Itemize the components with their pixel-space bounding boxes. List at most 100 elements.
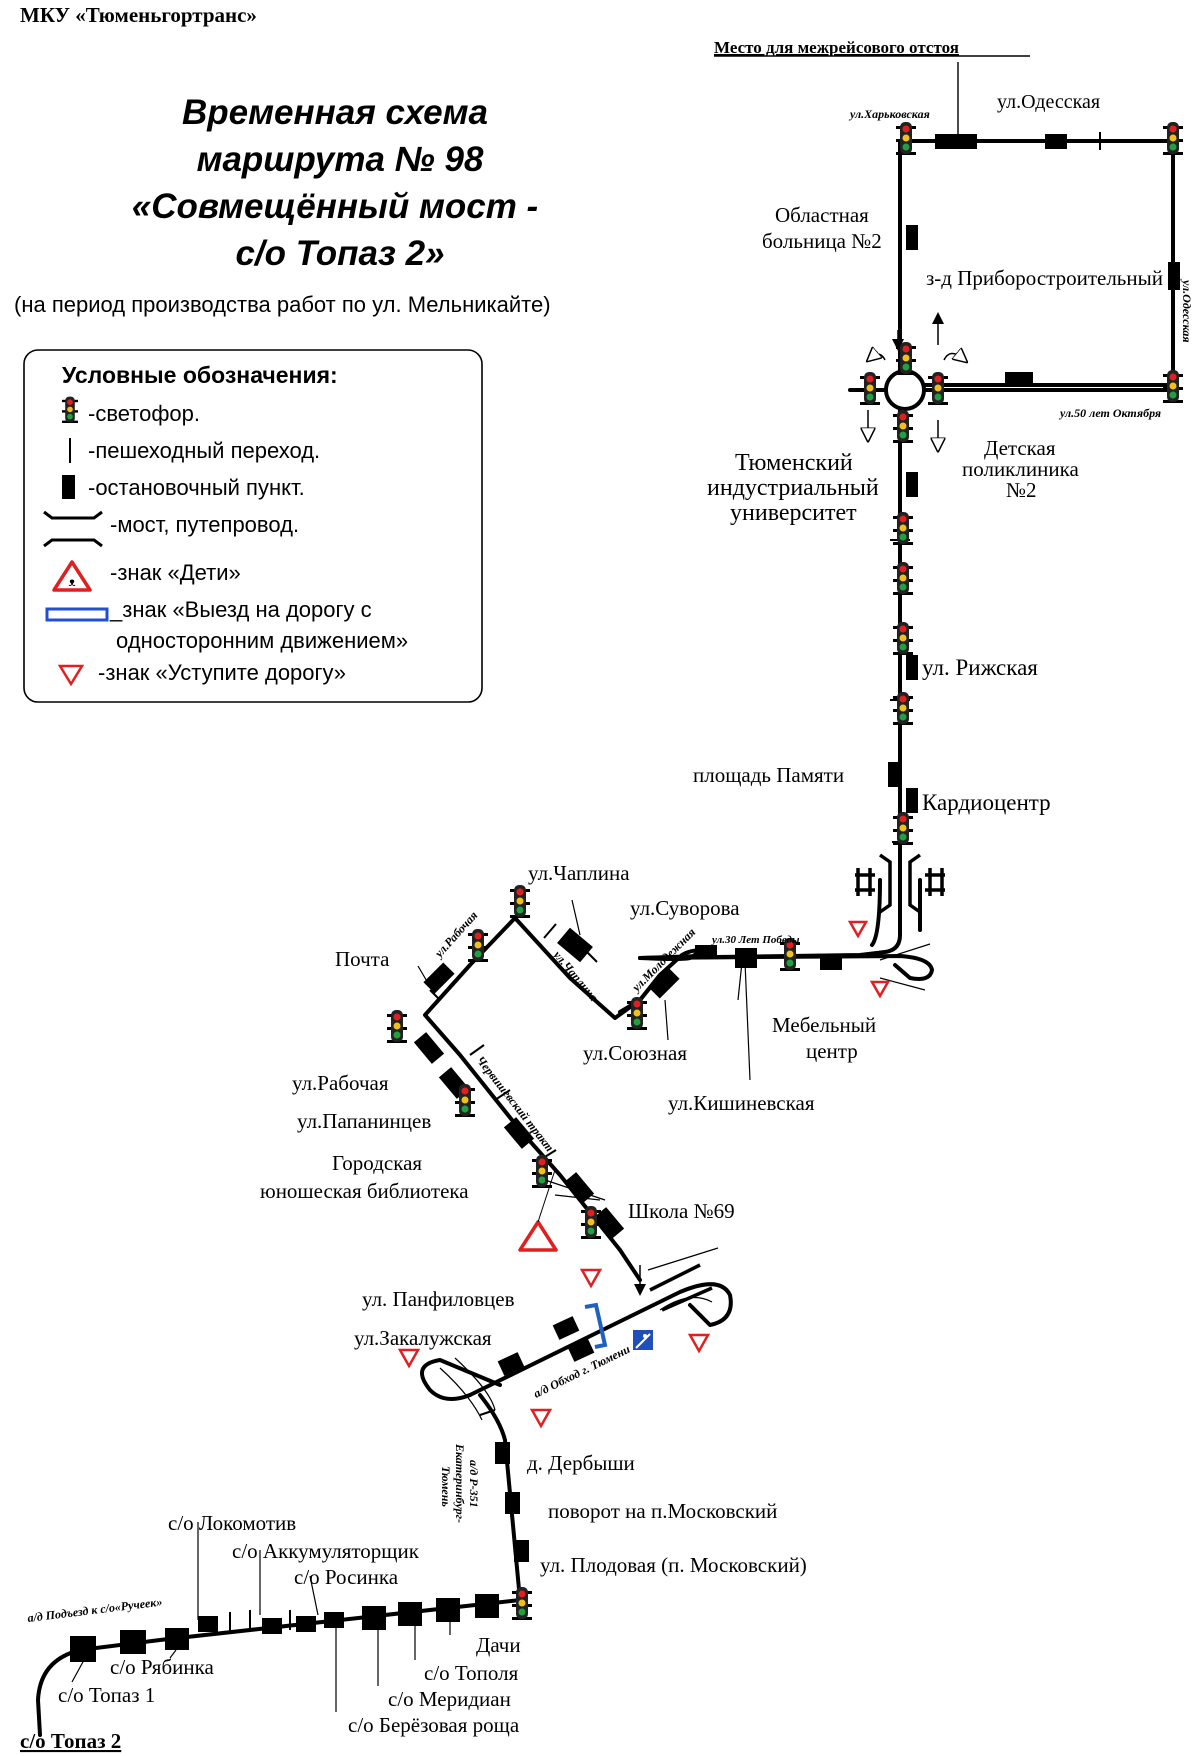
street-r351-3: Тюмень [439, 1466, 453, 1507]
oneway-sign-icon [584, 1302, 608, 1349]
stop-suvorova: ул.Суворова [630, 896, 740, 920]
stop-bib-2: юношеская библиотека [260, 1179, 469, 1203]
street-podezd: а/д Подъезд к с/о«Ручеек» [27, 1595, 163, 1625]
stop-tiu-3: университет [730, 500, 857, 526]
traffic-light-icon [893, 562, 913, 595]
stop-tiu-1: Тюменский [735, 450, 853, 476]
stop-kardio: Кардиоцентр [922, 790, 1051, 815]
traffic-light-icon [893, 410, 913, 443]
stop-berez: с/о Берёзовая роща [348, 1713, 520, 1737]
legend-children-sign-icon: ᴥ [52, 560, 92, 592]
title-line-1: Временная схема [182, 93, 488, 132]
legend-oneway-2: односторонним движением» [116, 628, 408, 653]
street-pobedy30: ул.30 Лет Победы [710, 934, 800, 946]
stop-topaz2: с/о Топаз 2 [20, 1729, 121, 1753]
title-line-3: «Совмещённый мост - [132, 187, 538, 226]
stop-akkum: с/о Аккумуляторщик [232, 1539, 420, 1563]
stop-ryabinka: с/о Рябинка [110, 1655, 214, 1679]
layover-label: Место для межрейсового отстоя [714, 38, 959, 57]
street-kharkovskaya: ул.Харьковская [848, 107, 930, 121]
org-name: МКУ «Тюменьгортранс» [20, 3, 257, 27]
title-subtitle: (на период производства работ по ул. Мел… [14, 292, 551, 317]
traffic-light-icon [893, 812, 913, 845]
legend-stop-icon [62, 475, 75, 499]
stop-soyuznaya: ул.Союзная [583, 1041, 687, 1065]
stop-zakaluzh: ул.Закалужская [354, 1326, 492, 1350]
street-r351-1: а/д Р-351 [467, 1460, 481, 1508]
stop-det-1: Детская [984, 436, 1056, 460]
stop-lokomotiv: с/о Локомотив [168, 1511, 296, 1535]
bridge-icon [855, 853, 945, 914]
stop-kishin: ул.Кишиневская [668, 1091, 815, 1115]
traffic-light-icon [512, 1587, 532, 1620]
stop-rosinka: с/о Росинка [294, 1565, 399, 1589]
stop-rabochaya: ул.Рабочая [292, 1071, 389, 1095]
traffic-light-icon [627, 997, 647, 1030]
title-line-4: с/о Топаз 2» [235, 234, 444, 273]
legend-crossing: -пешеходный переход. [88, 438, 320, 463]
stop-mebel-1: Мебельный [772, 1013, 876, 1037]
traffic-light-icon [893, 622, 913, 655]
legend-yield: -знак «Уступите дорогу» [98, 660, 346, 685]
stop-bib-1: Городская [332, 1151, 422, 1175]
pedestrian-crossing-sign-icon [633, 1330, 653, 1350]
stop-topaz1: с/о Топаз 1 [58, 1683, 155, 1707]
legend-bridge: -мост, путепровод. [110, 512, 299, 537]
yield-signs [397, 920, 891, 1429]
stop-pribor: з-д Приборостроительный [926, 266, 1163, 290]
traffic-light-icon [1163, 122, 1183, 155]
stop-det-3: №2 [1006, 478, 1037, 502]
traffic-lights [387, 122, 1183, 1620]
traffic-light-icon [510, 885, 530, 918]
yield-sign-icon [397, 1348, 421, 1369]
traffic-light-icon [455, 1084, 475, 1117]
direction-arrows [634, 312, 962, 1296]
svg-text:ᴥ: ᴥ [68, 575, 76, 589]
stop-mebel-2: центр [806, 1039, 858, 1063]
street-odesskaya: ул.Одесская [997, 91, 1100, 113]
title-line-2: маршрута № 98 [197, 140, 484, 179]
legend-traffic-light: -светофор. [88, 401, 200, 426]
yield-sign-icon [847, 920, 869, 939]
legend-heading: Условные обозначения: [62, 362, 338, 388]
stop-pamyati: площадь Памяти [693, 763, 844, 787]
stop-dachi: Дачи [476, 1633, 521, 1657]
yield-sign-icon [687, 1333, 711, 1354]
street-r351-2: Екатеринбург- [453, 1443, 467, 1523]
stop-moskov: поворот на п.Московский [548, 1499, 777, 1523]
traffic-light-icon [893, 692, 913, 725]
stop-papanintsev: ул.Папанинцев [297, 1109, 431, 1133]
street-odesskaya-vertical: ул.Одесская [1180, 278, 1194, 343]
stop-det-2: поликлиника [962, 457, 1079, 481]
traffic-light-icon [468, 929, 488, 962]
yield-sign-icon [579, 1268, 603, 1289]
stop-rizhskaya: ул. Рижская [922, 655, 1038, 680]
page-title: Временная схема маршрута № 98 «Совмещённ… [132, 93, 538, 273]
legend-oneway-1: _знак «Выезд на дорогу с [109, 597, 372, 622]
roundabout [884, 369, 926, 411]
traffic-light-icon [387, 1010, 407, 1043]
yield-sign-icon [529, 1408, 553, 1429]
stop-plodovaya: ул. Плодовая (п. Московский) [540, 1553, 807, 1577]
stop-school: Школа №69 [628, 1199, 735, 1223]
stop-tiu-2: индустриальный [707, 475, 879, 501]
stop-chaplina: ул.Чаплина [528, 861, 630, 885]
bypass-bridge-icon [649, 1263, 713, 1312]
legend-yield-icon [57, 664, 85, 687]
stop-obl-1: Областная [775, 203, 869, 227]
legend: Условные обозначения: -светофор. -пешехо… [23, 349, 483, 703]
yield-sign-icon [869, 980, 891, 999]
leader-lines [71, 899, 751, 1712]
street-oct50: ул.50 лет Октября [1058, 406, 1161, 420]
stop-markers [70, 134, 1180, 1662]
legend-children: -знак «Дети» [110, 560, 241, 585]
legend-oneway-icon [45, 607, 109, 622]
stop-meridian: с/о Меридиан [388, 1687, 511, 1711]
legend-stop: -остановочный пункт. [88, 475, 305, 500]
children-sign-icon [518, 1169, 558, 1252]
legend-bridge-icon [43, 510, 103, 548]
stop-pochta: Почта [335, 947, 390, 971]
stop-topolya: с/о Тополя [424, 1661, 519, 1685]
stop-derbyshi: д. Дербыши [527, 1451, 635, 1475]
